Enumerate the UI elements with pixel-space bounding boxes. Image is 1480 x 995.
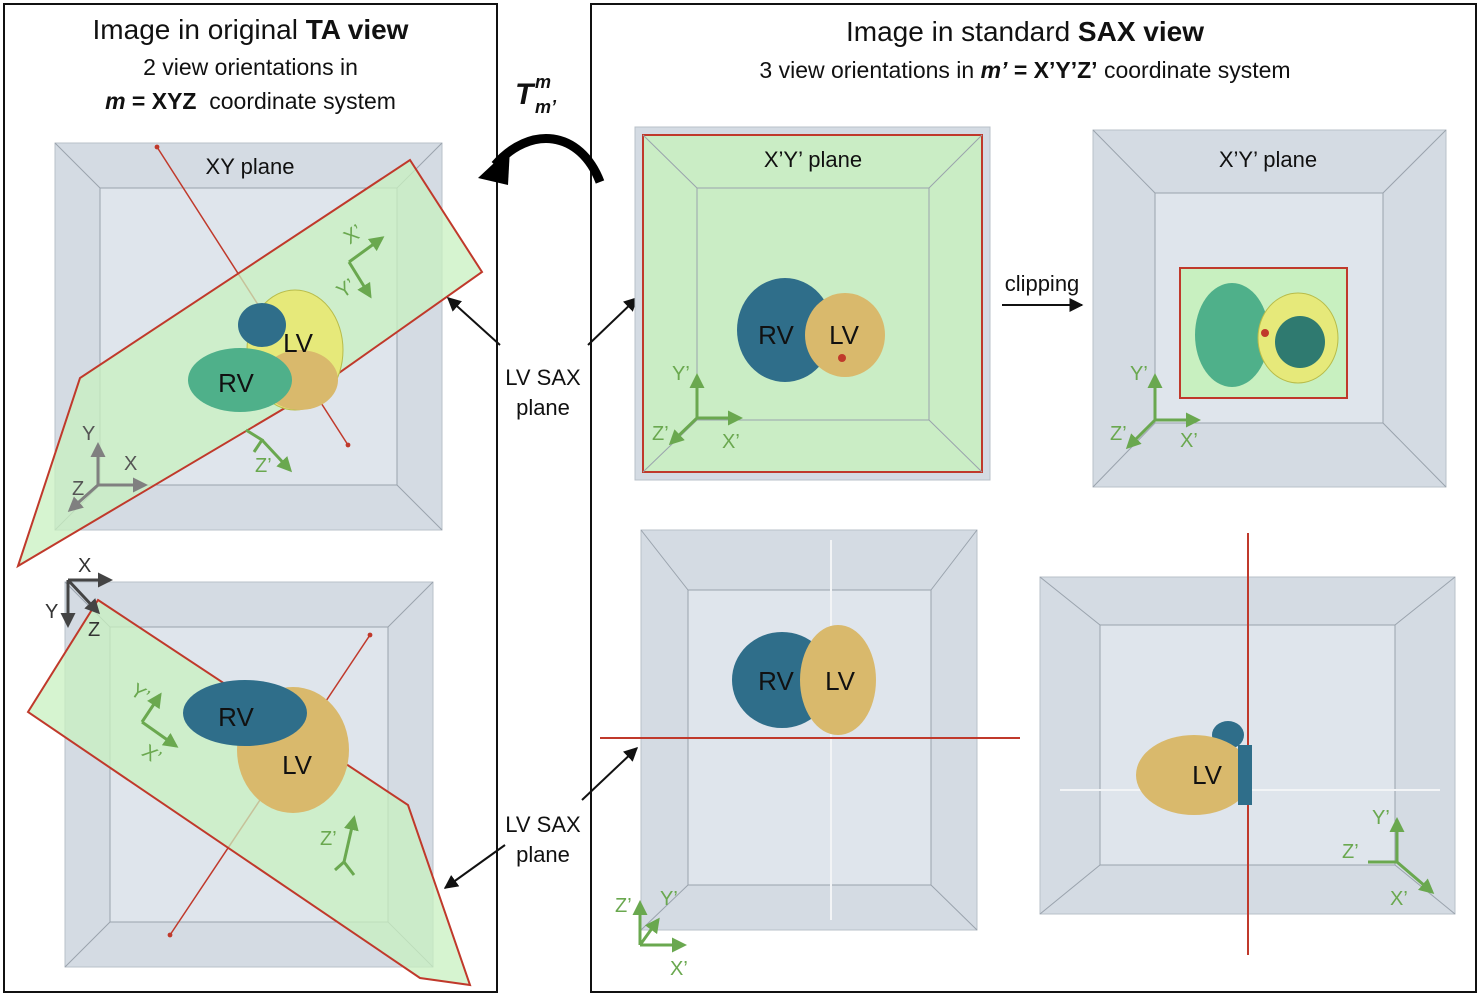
right-title-bold: SAX view [1077,16,1204,47]
left-title-bold: TA view [305,14,409,45]
clipping-label: clipping [1005,271,1080,296]
left-subtitle-1-text: 2 view orientations in [143,54,358,80]
right-view-2: X’Y’ plane Y’ X’ Z’ [1092,129,1447,488]
z-prime-label: Z’ [1110,423,1127,445]
z-axis-label: Z [72,478,84,500]
transform-superscript: m [535,72,551,92]
right-subtitle-suffix: coordinate system [1097,57,1291,83]
transform-t: T [515,78,536,111]
z-prime-label: Z’ [615,895,632,917]
lv-label: LV [1192,760,1223,790]
axes-icon: Z’ Y’ X’ [615,888,688,980]
x-prime-label: X’ [1180,430,1198,452]
transform-symbol: T m m’ [515,72,557,117]
lv-shape [800,625,876,735]
x-prime-label: X’ [1390,888,1408,910]
left-title-prefix: Image in original [92,14,306,45]
axes-icon: Y’ X’ Z’ [1110,363,1201,452]
lv-label: LV [283,328,314,358]
z-prime-label: Z’ [1342,841,1359,863]
z-prime-label: Z’ [652,423,669,445]
lv-cavity [1275,316,1325,368]
heart-model [188,289,344,412]
apex-marker [1261,329,1269,337]
right-view-3: RV LV Z’ Y’ X’ [600,529,1020,980]
plane-label: XY plane [206,154,295,179]
y-prime-label: Y’ [660,888,678,910]
lv-shape [805,293,885,377]
left-subtitle-var: m [105,88,126,114]
heart-model [183,680,349,813]
left-panel-title: Image in original TA view [3,14,498,46]
x-axis-label: X [78,555,91,577]
lv-label: LV [825,666,856,696]
plane-label: X’Y’ plane [764,147,862,172]
right-subtitle-sys: X’Y’Z’ [1033,57,1098,83]
axes-icon: Y’ X’ Z’ [652,363,743,453]
lv-label: LV [829,320,860,350]
transform-subscript: m’ [535,97,557,117]
apex-marker [838,354,846,362]
sax-label-top-line2: plane [516,395,570,420]
y-prime-label: Y’ [672,363,690,385]
rv-label: RV [758,666,794,696]
right-subtitle-var: m’ [980,57,1008,83]
left-panel-subtitle-2: m = XYZ coordinate system [3,88,498,115]
transform-arrow [478,134,605,185]
plane-label: X’Y’ plane [1219,147,1317,172]
z-prime-label: Z’ [255,455,272,477]
left-bottom-view: RV LV Y’ X’ Z’ X Y Z [26,555,472,987]
rv-label: RV [218,702,254,732]
axes-icon: Y’ Z’ X’ [1342,807,1435,910]
sax-pointer-right-top [587,297,639,346]
x-axis-label: X [124,453,137,475]
left-subtitle-eq: = [125,88,152,114]
sax-label-bottom-line2: plane [516,842,570,867]
xyz-axes-bottom: X Y Z [45,555,113,641]
y-prime-label: Y’ [1372,807,1390,829]
right-title-prefix: Image in standard [846,16,1078,47]
rv-shape [737,278,833,382]
left-subtitle-suffix: coordinate system [196,88,396,114]
x-prime-label: X’ [670,958,688,980]
right-panel-subtitle: 3 view orientations in m’ = X’Y’Z’ coord… [590,57,1460,84]
xyz-axes-top: Y X Z [67,423,148,512]
y-axis-label: Y [82,423,95,445]
right-subtitle-eq: = [1007,57,1034,83]
left-panel-subtitle-1: 2 view orientations in [3,54,498,81]
z-prime-label: Z’ [320,828,337,850]
lv-label: LV [282,750,313,780]
z-axis-label: Z [88,619,100,641]
sax-label-top-line1: LV SAX [505,365,581,390]
sax-plane [26,598,472,987]
right-view-4: LV Y’ Z’ X’ [1039,533,1456,955]
left-top-view: LV RV XY plane X’ Y’ Z’ Y X Z [16,142,484,569]
right-panel-title: Image in standard SAX view [590,16,1460,48]
right-view-1: RV LV X’Y’ plane Y’ X’ Z’ [634,126,991,481]
rv-cavity-top [238,303,286,347]
rv-label: RV [218,368,254,398]
rv-shape [188,348,292,412]
right-subtitle-prefix: 3 view orientations in [759,57,981,83]
rv-label: RV [758,320,794,350]
rv-shape [183,680,307,746]
lv-shape [1136,735,1252,815]
y-axis-label: Y [45,601,58,623]
sax-label-bottom-line1: LV SAX [505,812,581,837]
rv-shape [1195,283,1269,387]
y-prime-label: Y’ [1130,363,1148,385]
sax-pointer-right-bottom [581,747,639,801]
sax-pointer-left-bottom [443,844,506,889]
x-prime-label: X’ [722,431,740,453]
left-subtitle-sys: XYZ [151,88,197,114]
sax-pointer-left-top [446,297,501,346]
